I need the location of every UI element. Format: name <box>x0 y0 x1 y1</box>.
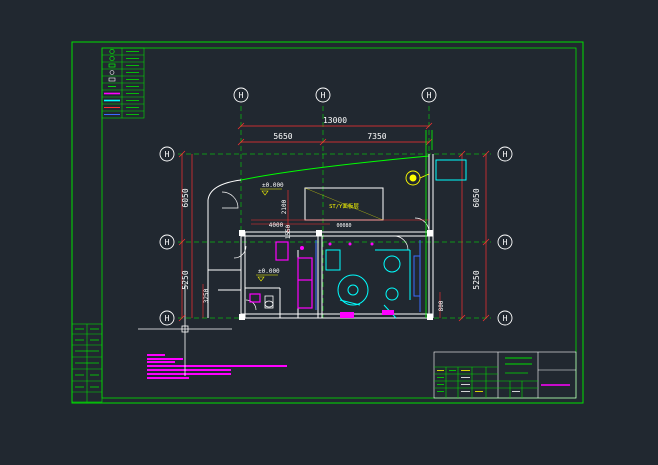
dim-inner-1550: 1550 <box>285 224 292 239</box>
axis-bubbles <box>159 87 513 326</box>
dim-top-left: 5650 <box>273 132 292 141</box>
level-annotations: ±0.000 ±0.000 ST/Y面板层 00080 <box>256 182 384 282</box>
dim-inner-3250: 3250 <box>203 288 210 303</box>
axis-label-top-3: H <box>427 91 432 100</box>
axis-label-left-1: H <box>165 150 170 159</box>
columns <box>239 230 433 320</box>
crosshair-icon[interactable] <box>138 283 232 376</box>
outer-frame <box>71 41 584 404</box>
dim-left-upper: 6050 <box>181 188 190 207</box>
level-mark-lower: ±0.000 <box>258 268 280 275</box>
dim-top-right: 7350 <box>367 132 386 141</box>
dim-left-lower: 5250 <box>181 270 190 289</box>
axis-label-top-2: H <box>321 91 326 100</box>
sink-label: 00080 <box>336 223 351 229</box>
fixture-dots <box>300 242 394 318</box>
axis-label-left-2: H <box>165 238 170 247</box>
dim-top-total: 13000 <box>323 116 347 125</box>
axis-labels: H H H H H H H H H <box>165 91 508 323</box>
magenta-notes <box>147 354 287 379</box>
sink-icon <box>325 249 411 319</box>
legend-symbols <box>104 48 139 115</box>
axis-label-right-2: H <box>503 238 508 247</box>
axis-grid <box>178 106 491 319</box>
toilet-icon <box>264 295 274 309</box>
dim-right-lower: 5250 <box>472 270 481 289</box>
inner-dimensions <box>202 190 441 318</box>
circle-fixture-icon <box>405 170 430 186</box>
dimension-texts: 13000 5650 7350 6050 5250 6050 5250 <box>181 116 481 290</box>
blue-pipes <box>315 240 421 312</box>
magenta-fixtures <box>249 241 313 309</box>
inner-dimension-texts: 2100 4000 1550 3250 800 <box>203 199 445 311</box>
title-block-text <box>437 357 570 392</box>
title-block <box>433 351 577 399</box>
dim-inner-800: 800 <box>438 300 445 311</box>
inner-frame <box>101 47 577 399</box>
axis-label-right-1: H <box>503 150 508 159</box>
right-column-details <box>425 130 433 318</box>
dim-inner-4000: 4000 <box>269 222 284 229</box>
counter-label: ST/Y面板层 <box>329 202 359 210</box>
axis-label-right-3: H <box>503 314 508 323</box>
revision-column-text <box>75 328 99 388</box>
dimension-lines <box>178 122 490 322</box>
axis-label-top-1: H <box>239 91 244 100</box>
legend-table <box>101 47 145 119</box>
axis-label-left-3: H <box>165 314 170 323</box>
dim-right-upper: 6050 <box>472 188 481 207</box>
level-mark-upper: ±0.000 <box>262 182 284 189</box>
dim-inner-2100: 2100 <box>281 199 288 214</box>
